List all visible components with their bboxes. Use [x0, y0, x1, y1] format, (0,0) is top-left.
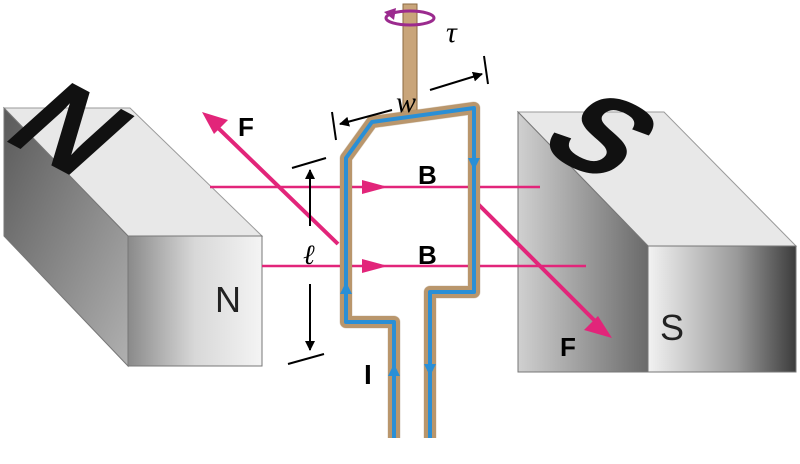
south-end-label: S: [660, 307, 684, 348]
field-arrow-bottom: [362, 259, 388, 273]
width-dimension: w: [331, 55, 489, 141]
width-tick-right: [483, 55, 489, 85]
south-magnet: S S: [514, 70, 798, 373]
north-end-label: N: [215, 279, 241, 320]
field-arrow-top: [362, 180, 388, 194]
length-dimension: ℓ: [287, 157, 327, 365]
length-tick-bottom: [287, 353, 325, 365]
coil: I: [339, 101, 481, 438]
current-label: I: [364, 359, 372, 390]
current-arrow-bottom-up: [388, 364, 400, 376]
force-arrow-top: [202, 112, 228, 134]
force-label-bottom: F: [560, 332, 576, 362]
force-line-bottom: [472, 198, 600, 326]
force-label-top: F: [238, 112, 254, 142]
field-label-top: B: [418, 160, 437, 190]
width-arrow-left: [339, 109, 393, 127]
torque-label: τ: [446, 16, 458, 49]
width-arrow-right: [429, 71, 483, 91]
current-arrow-return-down: [424, 364, 436, 376]
coil-current-path: [344, 106, 476, 438]
north-magnet: N N: [0, 61, 264, 368]
south-magnet-front: [647, 245, 797, 373]
current-arrow-right-down: [468, 158, 480, 170]
field-label-bottom: B: [418, 240, 437, 270]
north-magnet-end: [127, 235, 263, 367]
axle: τ: [384, 3, 458, 117]
width-label: w: [396, 86, 416, 119]
length-label: ℓ: [303, 240, 315, 271]
torque-rotation: [384, 9, 436, 27]
current-arrow-left-up: [340, 282, 352, 294]
length-tick-top: [291, 157, 327, 169]
force-arrows: F F: [202, 112, 612, 362]
width-tick-left: [331, 111, 337, 141]
force-line-top: [212, 122, 340, 246]
magnetic-field-lines: B B: [210, 160, 586, 273]
force-arrow-bottom: [584, 316, 612, 338]
torque-arrowhead: [384, 8, 396, 20]
